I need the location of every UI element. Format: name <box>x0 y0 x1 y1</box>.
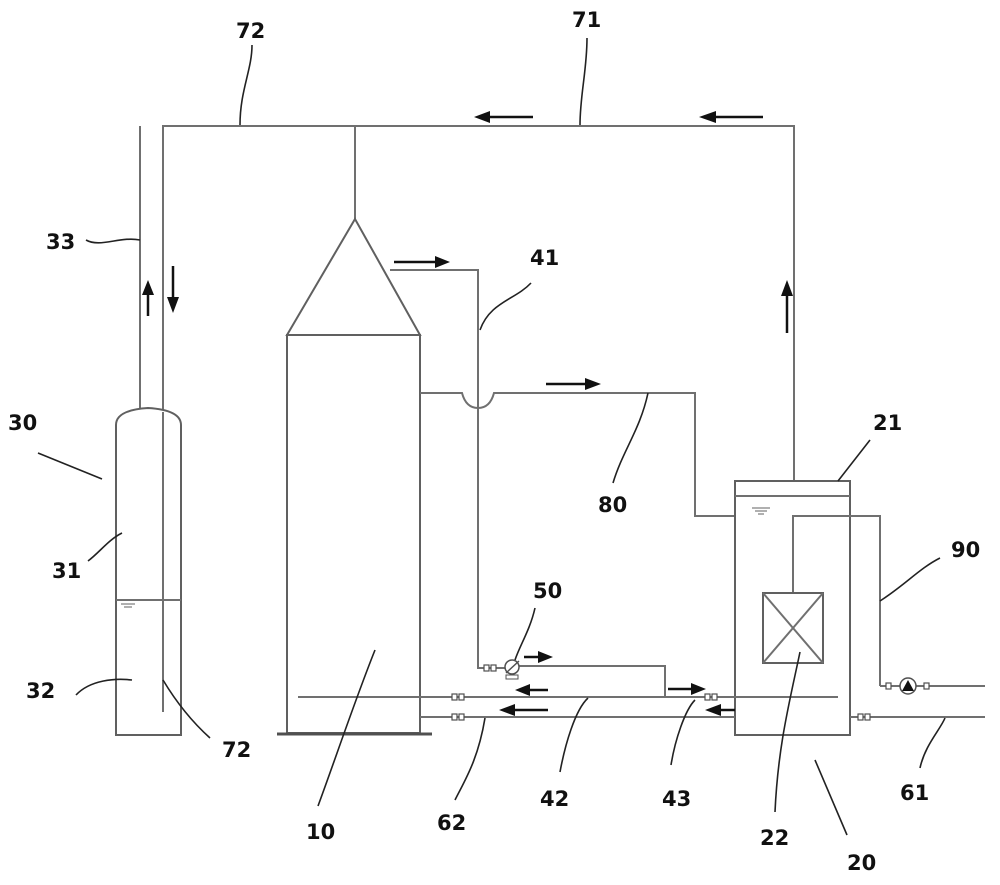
flow-arrow-left-62 <box>499 704 548 716</box>
water-level-symbol <box>121 603 135 608</box>
flow-arrow-right-41 <box>394 256 450 268</box>
label-43: 43 <box>662 787 691 811</box>
label-20: 20 <box>847 851 876 875</box>
label-50: 50 <box>533 579 562 603</box>
pipe-42 <box>298 693 838 701</box>
label-80: 80 <box>598 493 627 517</box>
pipe-62 <box>420 713 735 721</box>
flow-arrow-right-50 <box>524 651 553 663</box>
label-90: 90 <box>951 538 980 562</box>
flow-arrow-down-72 <box>167 266 179 313</box>
label-10: 10 <box>306 820 335 844</box>
label-62: 62 <box>437 811 466 835</box>
label-30: 30 <box>8 411 37 435</box>
leader-lines <box>37 37 946 836</box>
tower-10 <box>277 216 432 736</box>
valve-50-icon <box>504 659 520 680</box>
pipe-80 <box>420 392 737 517</box>
label-42: 42 <box>540 787 569 811</box>
label-22: 22 <box>760 826 789 850</box>
label-72-bottom: 72 <box>222 738 251 762</box>
pipe-90 <box>880 677 985 695</box>
flow-arrow-right-80 <box>546 378 601 390</box>
flow-arrow-up-33 <box>142 280 154 316</box>
flow-arrow-up-tank <box>781 280 793 333</box>
pipe-43-branch <box>483 664 718 701</box>
label-71: 71 <box>572 8 601 32</box>
label-32: 32 <box>26 679 55 703</box>
separator-30 <box>115 406 182 736</box>
flow-arrow-right-43 <box>668 683 706 695</box>
flow-arrow-left-50 <box>515 684 548 696</box>
flow-arrow-left-2 <box>699 111 763 123</box>
pipe-61 <box>850 713 985 721</box>
flow-arrow-left-tank <box>705 704 735 716</box>
label-41: 41 <box>530 246 559 270</box>
tank-water-level-symbol <box>752 507 770 515</box>
label-72-top: 72 <box>236 19 265 43</box>
label-21: 21 <box>873 411 902 435</box>
flow-arrow-left-1 <box>474 111 533 123</box>
label-61: 61 <box>900 781 929 805</box>
label-31: 31 <box>52 559 81 583</box>
label-33: 33 <box>46 230 75 254</box>
